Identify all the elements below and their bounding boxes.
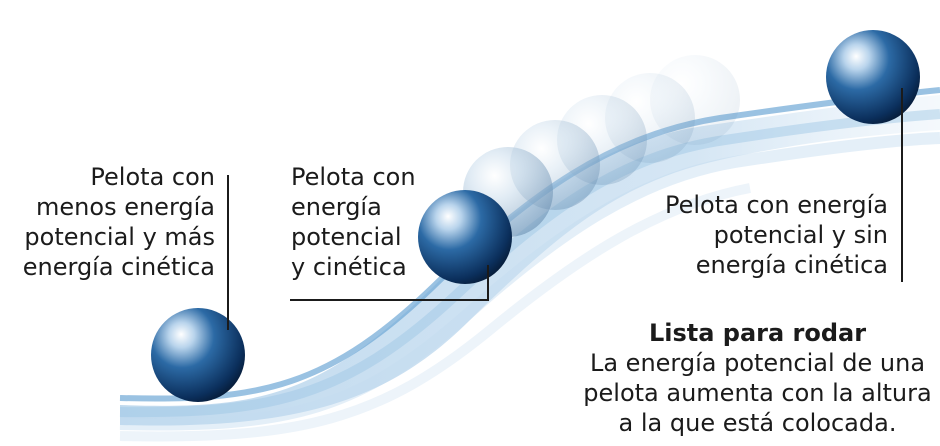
leader-line-mid xyxy=(290,265,489,301)
ball-low xyxy=(151,308,245,402)
ghost-balls xyxy=(463,55,740,237)
caption-line: pelota aumenta con la altura xyxy=(583,379,932,407)
label-line: y cinética xyxy=(291,253,407,281)
label-line: energía cinética xyxy=(22,253,215,281)
label-line: potencial y sin xyxy=(713,221,888,249)
label-low-ball: Pelota con menos energía potencial y más… xyxy=(23,162,215,282)
label-mid-ball: Pelota con energía potencial y cinética xyxy=(291,162,416,282)
label-line: menos energía xyxy=(36,193,215,221)
leader-lines xyxy=(227,88,903,330)
label-line: energía xyxy=(291,193,382,221)
ball-top xyxy=(826,30,920,124)
label-line: Pelota con xyxy=(291,163,416,191)
caption-title: Lista para rodar xyxy=(648,319,867,347)
label-line: potencial y más xyxy=(24,223,215,251)
label-line: Pelota con energía xyxy=(665,191,888,219)
caption-line: a la que está colocada. xyxy=(618,409,897,437)
caption-line: La energía potencial de una xyxy=(589,349,926,377)
label-line: energía cinética xyxy=(695,251,888,279)
label-top-ball: Pelota con energía potencial y sin energ… xyxy=(665,190,888,280)
label-line: potencial xyxy=(291,223,402,251)
ball-mid xyxy=(418,190,512,284)
label-line: Pelota con xyxy=(90,163,215,191)
caption: Lista para rodar La energía potencial de… xyxy=(575,318,940,438)
